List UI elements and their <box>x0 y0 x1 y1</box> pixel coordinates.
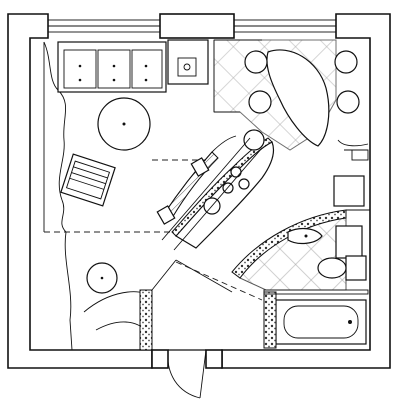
dining-chair <box>334 50 358 74</box>
curved-bar-counter <box>175 141 275 249</box>
bar-stool <box>243 129 265 151</box>
bar-stool <box>238 178 250 190</box>
dining-chair <box>336 90 360 114</box>
entry-hall <box>139 259 263 399</box>
toilet <box>317 255 367 281</box>
dining-table <box>266 49 330 147</box>
wall-top-segment <box>159 13 235 39</box>
counter-stone-edge <box>171 137 273 237</box>
curtain-line <box>43 41 67 233</box>
entry-wall-left <box>139 289 153 351</box>
bathroom-shelf <box>335 225 363 259</box>
bar-counter <box>156 129 275 251</box>
washbasin <box>287 227 323 245</box>
dining-chair <box>244 50 268 74</box>
bar-stool <box>230 166 242 178</box>
bathroom-wall-stone <box>263 291 277 349</box>
outer-walls <box>7 13 391 369</box>
side-cabinet <box>167 39 209 85</box>
armchair <box>60 153 116 207</box>
living-area <box>43 39 209 351</box>
entrance-door <box>167 349 207 399</box>
bathroom <box>231 175 370 349</box>
dining-chair <box>248 90 272 114</box>
left-lower-partition <box>64 231 73 351</box>
bathtub <box>275 299 367 345</box>
bathroom-cabinet <box>333 175 365 207</box>
sofa <box>57 41 167 93</box>
dining-area <box>213 39 369 161</box>
